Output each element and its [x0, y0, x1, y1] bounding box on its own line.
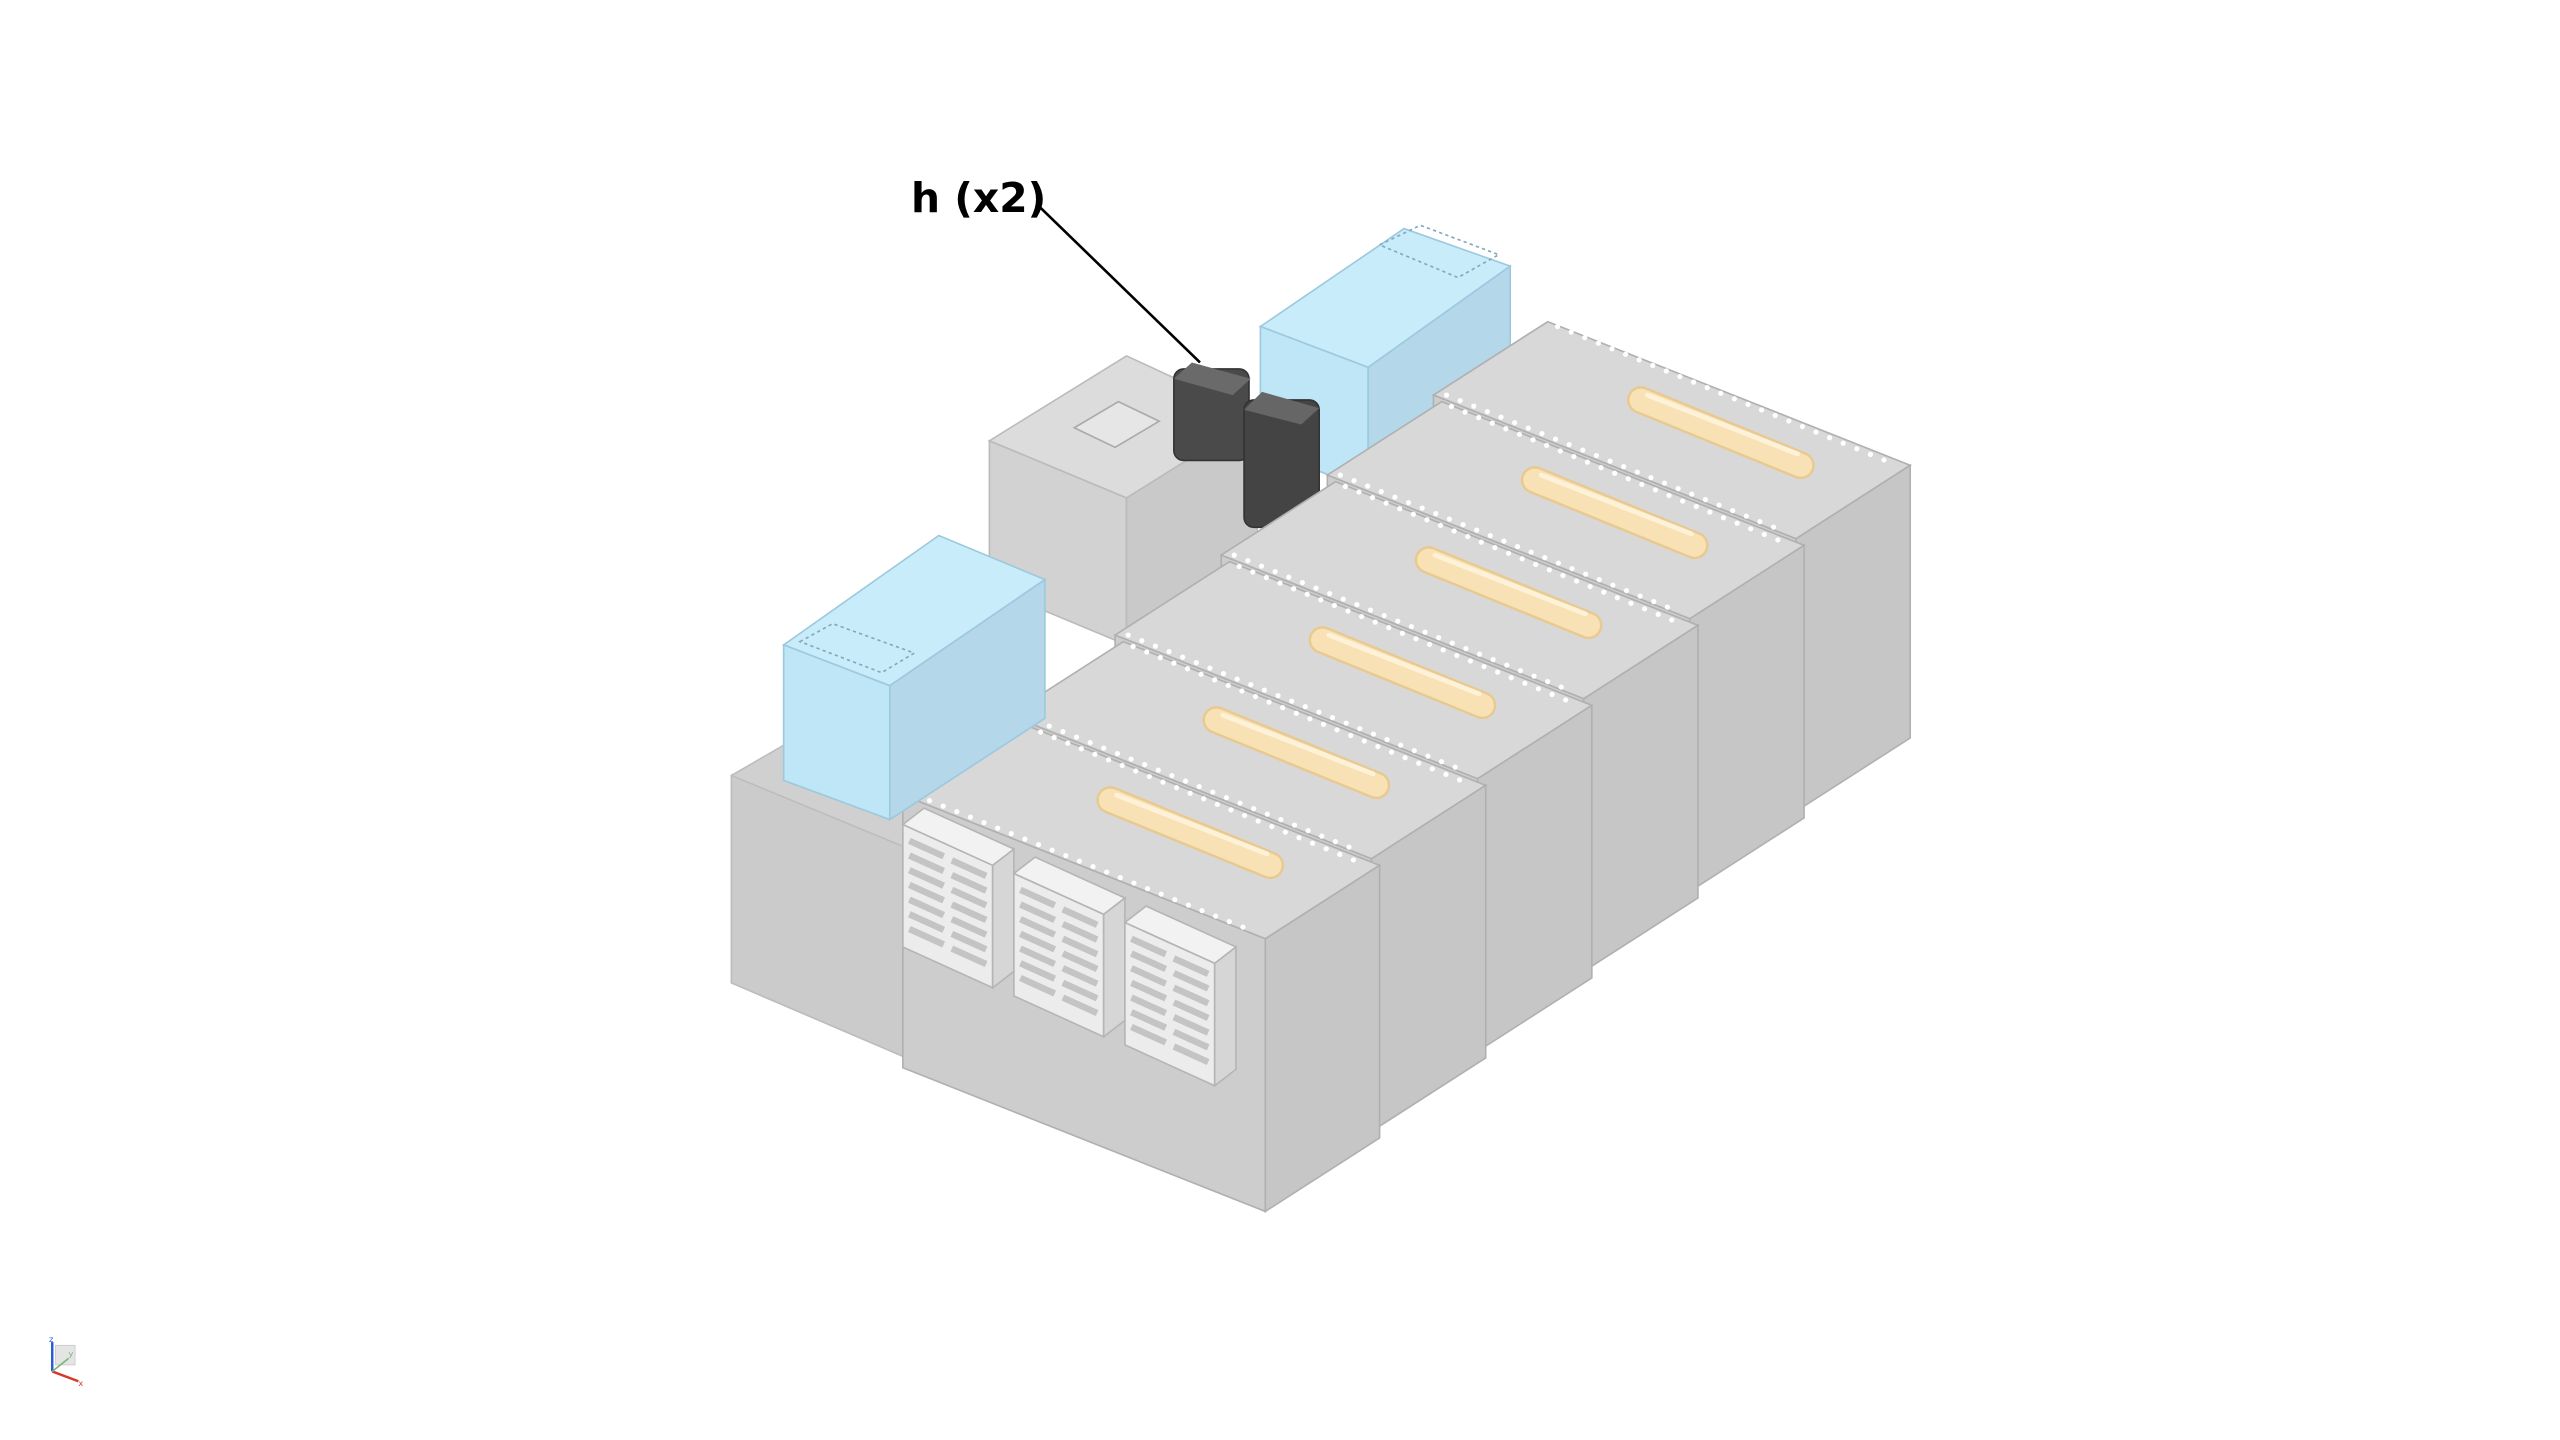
- rack-slot: [1061, 921, 1099, 943]
- rack-slot: [1172, 1014, 1210, 1036]
- rack-slot: [1019, 960, 1057, 982]
- rack-slot: [1019, 886, 1057, 909]
- rack-cabinet: [1123, 905, 1238, 1088]
- rack-top: [1012, 856, 1127, 916]
- rack-slot: [908, 926, 946, 948]
- rack-slot: [1019, 916, 1057, 938]
- rack-slot: [908, 867, 946, 889]
- bolt-row: [1130, 643, 1476, 788]
- rack-slot: [908, 852, 946, 874]
- tube: [1417, 548, 1600, 637]
- rack-slot: [1130, 979, 1168, 1002]
- z-label: z: [49, 1334, 53, 1344]
- battery-modules: [901, 320, 1912, 1213]
- bolt-row: [1024, 723, 1370, 868]
- rack-side: [991, 847, 1015, 990]
- bolt-row: [1448, 403, 1794, 548]
- rack-slot: [1130, 935, 1168, 958]
- rack-slot: [1019, 930, 1057, 953]
- bolt-row: [1443, 392, 1789, 535]
- rack-slot: [908, 911, 946, 933]
- front-racks: [901, 807, 1238, 1088]
- rack-side: [1213, 945, 1237, 1088]
- tube: [1629, 388, 1813, 477]
- tube: [1098, 788, 1282, 877]
- rack-slot: [1019, 901, 1057, 923]
- tube: [1311, 628, 1494, 717]
- rack-slot: [908, 881, 946, 904]
- tube-highlight: [1114, 792, 1270, 857]
- rack-slot: [950, 916, 988, 938]
- bolt-row: [1019, 712, 1365, 855]
- tube-highlight: [1538, 472, 1694, 537]
- bolt-row: [1231, 552, 1577, 695]
- rack-slot: [1061, 979, 1099, 1002]
- rack-slot: [950, 872, 988, 894]
- axis-triad: z x y: [49, 1334, 83, 1388]
- tube: [1204, 708, 1388, 797]
- rack-slot: [950, 945, 988, 968]
- rack-slot: [1130, 965, 1168, 987]
- bolt-row: [1337, 472, 1683, 615]
- rack-side: [1102, 896, 1126, 1039]
- rack-slot: [1061, 935, 1099, 958]
- rack-slot: [1130, 1009, 1168, 1031]
- bolt-row: [1125, 632, 1471, 775]
- rack-slot: [1172, 1043, 1210, 1066]
- rack-slot: [1061, 994, 1099, 1017]
- x-label: x: [78, 1378, 83, 1388]
- rack-slot: [950, 857, 988, 879]
- rack-slot: [1019, 945, 1057, 968]
- module-side-face: [1264, 863, 1381, 1213]
- rack-slot: [908, 896, 946, 919]
- rack-slot: [1130, 994, 1168, 1017]
- rack-slot: [1061, 906, 1099, 928]
- tube-highlight: [1644, 392, 1800, 457]
- bolt-row: [1342, 483, 1688, 628]
- rack-top: [901, 807, 1016, 867]
- bolt-row: [1554, 323, 1900, 468]
- rack-slot: [950, 930, 988, 953]
- leader-line: [1037, 204, 1201, 364]
- bolt-row: [913, 792, 1259, 935]
- x-axis-icon: [51, 1370, 79, 1383]
- rack-slot: [1130, 950, 1168, 972]
- rack-slot: [1019, 974, 1057, 997]
- rack-slot: [950, 886, 988, 909]
- rack-cabinet: [901, 807, 1016, 990]
- rack-top: [1123, 905, 1238, 965]
- rack-slot: [1172, 1028, 1210, 1051]
- rack-slot: [1172, 955, 1210, 977]
- tube-highlight: [1326, 632, 1482, 697]
- rack-slot: [1172, 999, 1210, 1021]
- y-label: y: [69, 1349, 74, 1359]
- rack-slot: [908, 837, 946, 860]
- blue-box-front: [781, 534, 1047, 822]
- rack-slot: [1172, 984, 1210, 1007]
- rack-slot: [1172, 970, 1210, 992]
- callout: h (x2): [911, 174, 1201, 364]
- rack-slot: [1061, 950, 1099, 972]
- h-part-2[interactable]: [1243, 391, 1320, 529]
- rack-slot: [1130, 1023, 1168, 1046]
- tube-highlight: [1432, 552, 1588, 617]
- h-part-1[interactable]: [1173, 362, 1251, 462]
- rack-slot: [1061, 965, 1099, 987]
- tube-highlight: [1220, 712, 1376, 777]
- bolt-row: [1236, 563, 1582, 708]
- callout-label: h (x2): [911, 174, 1046, 222]
- rack-slot: [950, 901, 988, 923]
- y-axis-icon: [51, 1357, 70, 1373]
- tube: [1523, 468, 1707, 557]
